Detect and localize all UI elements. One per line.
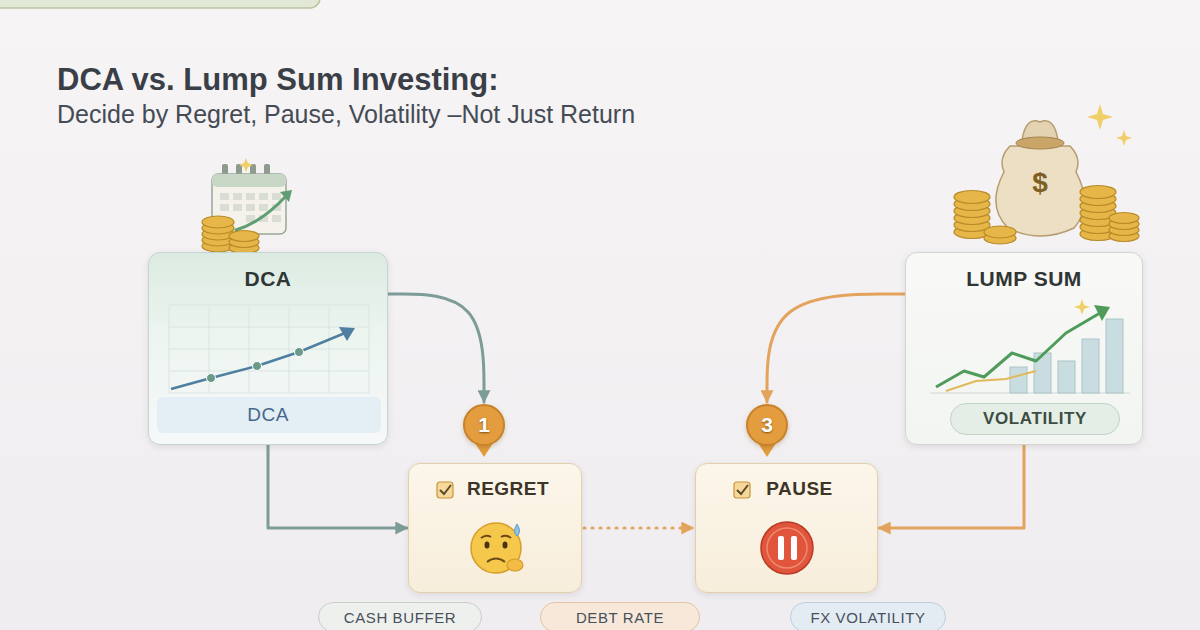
calendar-icon [272,193,281,200]
calendar-icon [259,193,268,200]
factor-card: PAUSE [695,463,878,593]
card-heading: DCA [245,267,292,291]
tag-pill: FX VOLATILITY [790,602,946,630]
line-chart-icon [253,362,262,371]
pause-button-icon [767,528,807,568]
calendar-icon [233,204,242,211]
line-chart-icon [169,349,369,350]
line-chart-icon [207,348,304,383]
line-chart-icon [169,305,369,393]
line-chart-icon [329,305,330,393]
callout-number: 1 [478,413,490,437]
worried-face-icon [481,536,511,538]
flow-connector [584,527,693,530]
calendar-icon [220,204,229,211]
line-chart-icon [295,348,304,357]
coin-stack [202,216,259,254]
worried-face-icon [507,559,523,571]
flow-connector [879,445,1024,528]
money-bag [996,121,1085,236]
calendar-icon [280,190,292,202]
factor-card: REGRET [408,463,582,593]
card-heading: REGRET [467,478,549,500]
worried-face-icon [440,485,451,494]
subtitle: Decide by Regret, Pause, Volatility –Not… [57,100,635,129]
pause-button-icon [737,485,748,494]
bar-chart-icon [1010,367,1027,393]
line-chart-icon [171,333,345,389]
sparkle [1116,130,1132,146]
pause-button-icon [734,482,750,498]
flow-connector [388,294,484,402]
tag-label: FX VOLATILITY [810,609,925,626]
worried-face-icon [515,524,520,536]
flow-connector [767,294,905,402]
calendar-icon [246,204,255,211]
tag-label: DEBT RATE [576,609,664,626]
money-bag [1016,137,1064,149]
chart-label: DCA [247,404,289,426]
worried-face-icon [487,559,505,563]
tag-label: CASH BUFFER [344,609,456,626]
calendar-icon [233,193,242,200]
worried-face-icon [437,482,453,498]
callout-number: 1 [463,404,505,446]
coin-stack [1109,213,1139,224]
callout-number: 3 [746,404,788,446]
tag-pill: VOLATILITY [950,403,1120,435]
calendar-icon [220,193,229,200]
pause-button-icon [791,536,797,560]
strategy-card: DCA DCA [148,252,388,445]
calendar-icon [246,193,255,200]
line-chart-icon [169,371,369,372]
bar-chart-icon [930,392,1130,393]
calendar-icon [272,215,281,222]
flow-connector [268,445,407,528]
calendar-icon [259,204,268,211]
tag-pill: DEBT RATE [540,602,700,630]
sparkle [239,158,253,172]
calendar-icon [236,196,286,230]
bar-chart-icon [1094,305,1110,321]
bar-chart-icon [1074,299,1090,315]
line-chart-icon [289,305,290,393]
line-chart-icon [169,305,369,393]
coin-stack [229,231,259,242]
coin-stack [1080,186,1116,199]
line-chart-icon [249,305,250,393]
coin-stack [954,191,990,204]
worried-face-icon [485,542,490,549]
diagram-title: DCA vs. Lump Sum Investing: [57,62,499,98]
line-chart-icon [157,397,381,433]
tag-pill: CASH BUFFER [318,602,482,630]
coin-stack [202,216,234,228]
card-heading: PAUSE [766,478,833,500]
calendar-icon [212,174,286,187]
bar-chart-icon [1106,319,1123,393]
coin-stack [984,226,1016,238]
card-heading: LUMP SUM [966,267,1082,291]
bar-chart-icon [1058,361,1075,393]
bar-chart-icon [1082,339,1099,393]
sparkle [1087,104,1113,130]
bar-chart-icon [946,371,1036,391]
currency-symbol: $ [1015,167,1065,199]
line-chart-icon [207,374,216,383]
strategy-card: LUMP SUM VOLATILITY [905,252,1143,445]
worried-face-icon [503,542,508,549]
tag-label: VOLATILITY [983,409,1087,429]
page-ground [0,0,320,8]
bar-chart-icon [1010,319,1123,393]
pin-tail [473,440,778,457]
pause-button-icon [761,522,813,574]
callout-number: 3 [761,413,773,437]
line-chart-icon [339,327,355,341]
money-bag [996,146,1085,236]
pause-button-icon [778,536,784,560]
